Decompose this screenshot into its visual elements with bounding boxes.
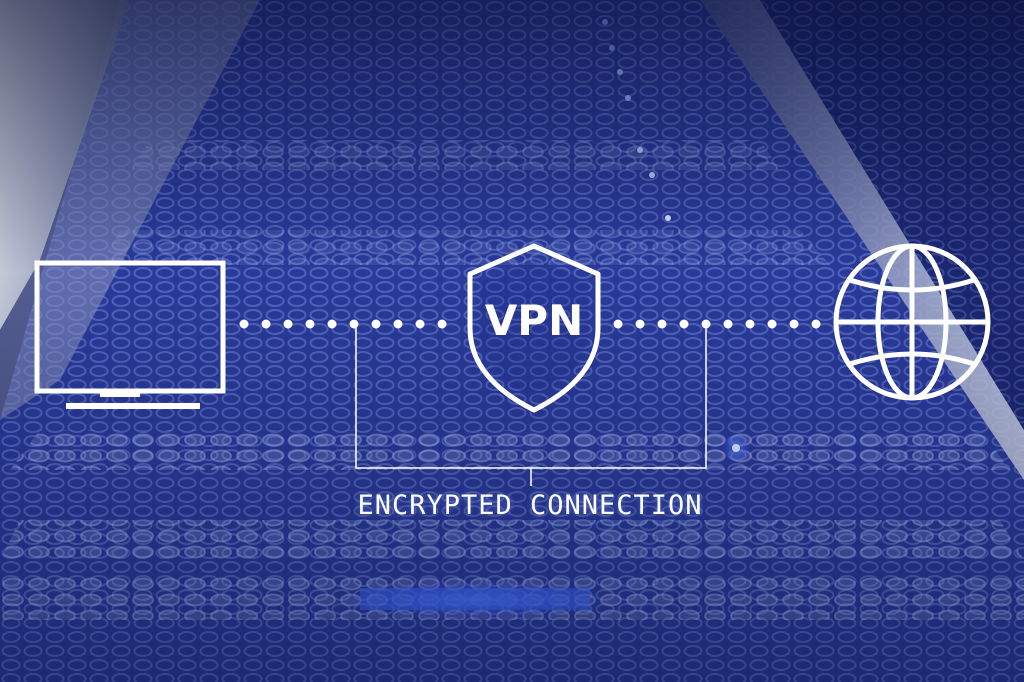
computer-monitor-icon — [34, 260, 226, 409]
encryption-bracket — [355, 324, 707, 486]
encrypted-connection-caption: ENCRYPTED CONNECTION — [357, 490, 703, 521]
dotted-connection-left — [239, 319, 447, 329]
globe-icon — [833, 243, 991, 401]
dotted-connection-right — [613, 319, 821, 329]
vpn-shield-icon — [467, 243, 601, 413]
vpn-shield-label: VPN — [485, 296, 583, 345]
